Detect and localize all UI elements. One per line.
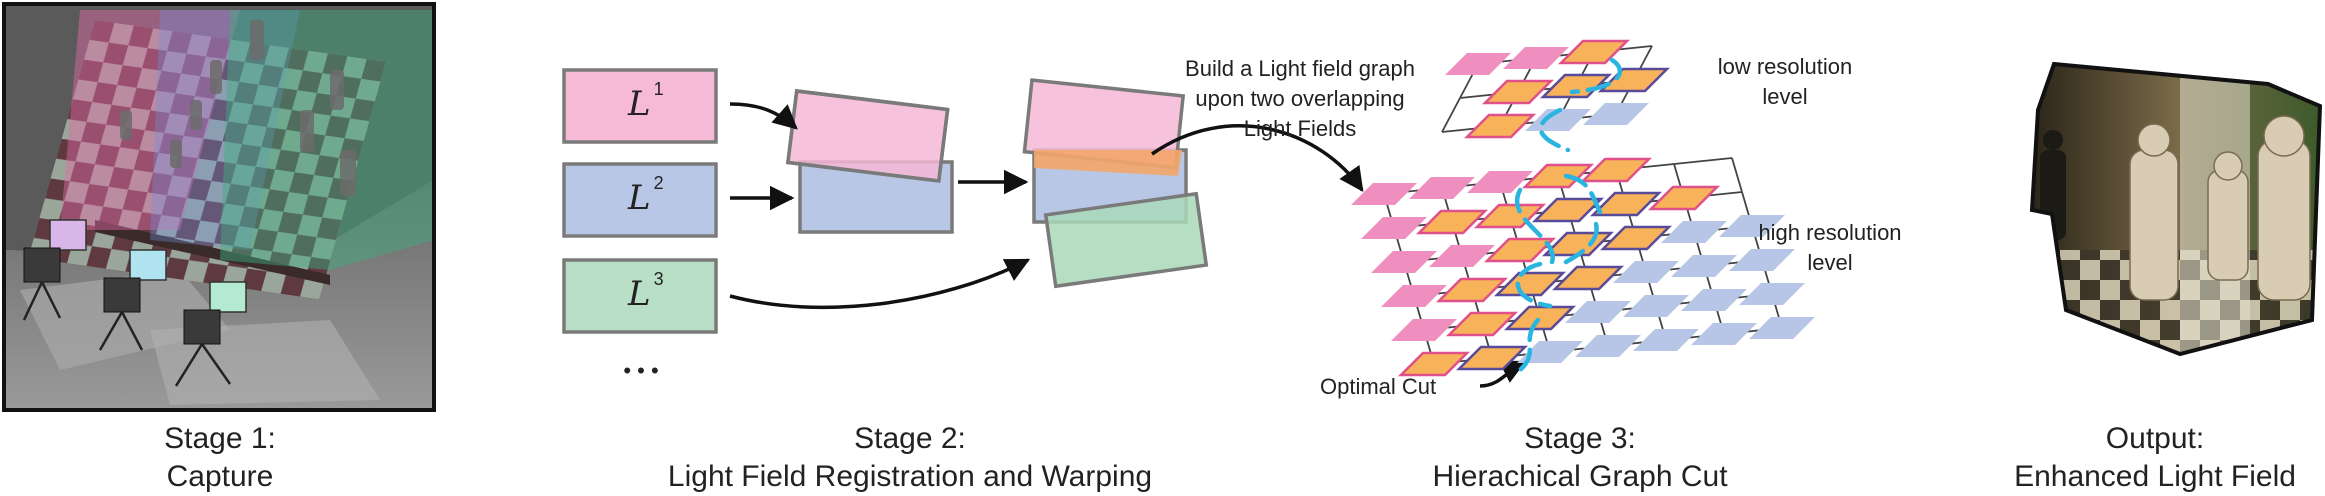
graph-node: [1517, 341, 1583, 363]
graph-edge: [1441, 97, 1461, 133]
graph-node: [1681, 289, 1747, 311]
graph-node: [1557, 39, 1631, 65]
graph-node: [1391, 319, 1457, 341]
graph-node: [1455, 345, 1529, 371]
graph-node: [1445, 53, 1511, 75]
graph-node: [1613, 261, 1679, 283]
hierarchical-graph: [1351, 39, 1815, 377]
graph-node: [1463, 113, 1537, 139]
graph-edge: [1673, 157, 1733, 165]
pink-camera-frustum: [60, 10, 240, 230]
light-field-1-box: [562, 68, 718, 144]
graph-node: [1525, 109, 1591, 131]
graph-node: [1409, 177, 1475, 199]
graph-node: [1597, 67, 1671, 93]
stage-3-caption: Stage 3: Hierachical Graph Cut: [1432, 422, 1728, 493]
graph-node: [1579, 157, 1653, 183]
light-field-inputs: [562, 68, 718, 334]
graph-node: [1493, 271, 1567, 297]
graph-node: [1397, 351, 1471, 377]
low-resolution-annotation: low resolution level: [1717, 54, 1853, 109]
graph-node: [1435, 277, 1509, 303]
warped-light-fields: [1022, 78, 1209, 289]
graph-node: [1541, 231, 1615, 257]
high-resolution-annotation: high resolution level: [1758, 220, 1902, 275]
graph-node: [1583, 103, 1649, 125]
graph-node: [1575, 335, 1641, 357]
graph-node: [1429, 245, 1495, 267]
graph-node: [1483, 237, 1557, 263]
stage2-arrows: [729, 102, 1527, 388]
graph-edge: [1731, 157, 1743, 193]
graph-node: [1661, 221, 1727, 243]
graph-node: [1565, 301, 1631, 323]
build-graph-annotation: Build a Light field graph upon two overl…: [1185, 56, 1415, 141]
graph-node: [1539, 73, 1613, 99]
stage-1-caption: Stage 1: Capture: [164, 422, 276, 493]
graph-node: [1589, 191, 1663, 217]
stage-2-caption: Stage 2: Light Field Registration and Wa…: [667, 422, 1153, 493]
graph-node: [1551, 265, 1625, 291]
more-light-fields-ellipsis: • • •: [623, 358, 658, 383]
graph-node: [1381, 285, 1447, 307]
light-field-3-box: [562, 258, 718, 334]
graph-node: [1691, 323, 1757, 345]
graph-node: [1445, 311, 1519, 337]
graph-node: [1521, 163, 1595, 189]
graph-node: [1481, 79, 1555, 105]
graph-node: [1599, 225, 1673, 251]
output-caption: Output: Enhanced Light Field: [2014, 422, 2296, 493]
registration-pair: [785, 89, 954, 234]
graph-node: [1647, 185, 1721, 211]
graph-node: [1371, 251, 1437, 273]
graph-node: [1719, 215, 1785, 237]
optimal-cut-annotation: Optimal Cut: [1320, 374, 1437, 399]
graph-node: [1415, 209, 1489, 235]
graph-node: [1623, 295, 1689, 317]
graph-node: [1473, 203, 1547, 229]
graph-node: [1467, 171, 1533, 193]
graph-node: [1671, 255, 1737, 277]
light-field-2-box: [562, 162, 718, 238]
graph-node: [1361, 217, 1427, 239]
blue-camera-frustum: [150, 10, 300, 250]
optimal-cut-curves: [1515, 57, 1623, 373]
green-camera-frustum: [220, 10, 434, 270]
graph-node: [1503, 47, 1569, 69]
graph-node: [1729, 249, 1795, 271]
capture-illustration: [2, 2, 436, 412]
graph-node: [1739, 283, 1805, 305]
graph-node: [1633, 329, 1699, 351]
graph-node: [1503, 305, 1577, 331]
graph-node: [1531, 197, 1605, 223]
camera-rig: [22, 219, 247, 387]
graph-node: [1351, 183, 1417, 205]
graph-node: [1749, 317, 1815, 339]
enhanced-light-field-image: [2029, 61, 2323, 357]
